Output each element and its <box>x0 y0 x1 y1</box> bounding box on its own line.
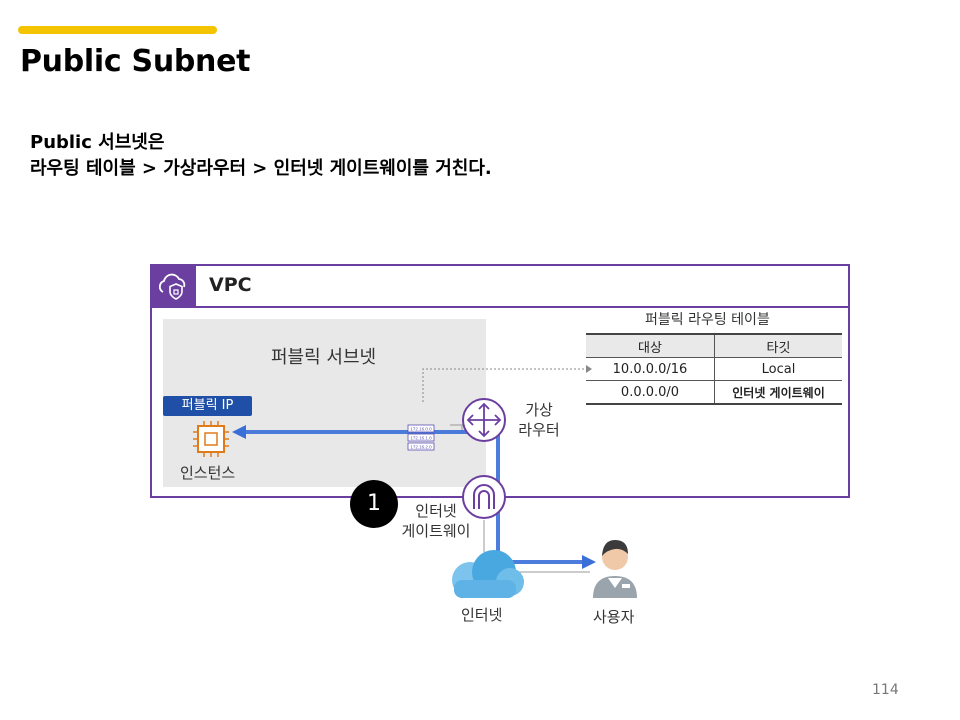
internet-gateway-label-line-2: 게이트웨이 <box>401 522 471 540</box>
route-target: 인터넷 게이트웨이 <box>714 380 842 405</box>
route-table: 대상 타깃 10.0.0.0/16 Local 0.0.0.0/0 인터넷 게이… <box>586 333 842 405</box>
internet-gateway-icon <box>462 475 506 519</box>
virtual-router-label-line-1: 가상 <box>525 401 553 419</box>
description-line-2: 라우팅 테이블 > 가상라우터 > 인터넷 게이트웨이를 거친다. <box>30 158 492 179</box>
slide-description: Public 서브넷은 라우팅 테이블 > 가상라우터 > 인터넷 게이트웨이를… <box>30 130 492 182</box>
route-table-header-target: 타깃 <box>714 333 842 358</box>
instance-chip-icon <box>193 421 229 457</box>
route-destination: 0.0.0.0/0 <box>586 380 715 405</box>
traffic-arrowhead-instance <box>232 425 246 439</box>
internet-gateway-label-line-1: 인터넷 <box>415 502 457 520</box>
virtual-router-label: 가상 라우터 <box>518 400 560 440</box>
route-table-pointer <box>422 368 586 402</box>
virtual-router-icon <box>462 398 506 442</box>
internet-cloud-icon <box>452 550 524 598</box>
virtual-router-label-line-2: 라우터 <box>518 421 560 439</box>
instance-label: 인스턴스 <box>180 464 236 482</box>
route-entry-text: 172.16.2.0 <box>410 445 432 450</box>
slide-title: Public Subnet <box>20 44 251 79</box>
vpc-header: VPC <box>152 266 848 308</box>
route-table-row: 0.0.0.0/0 인터넷 게이트웨이 <box>586 380 842 405</box>
route-table-header-row: 대상 타깃 <box>586 333 842 358</box>
route-table-pointer-arrowhead <box>586 365 592 373</box>
route-entry-text: 172.16.0.0 <box>410 427 432 432</box>
vpc-label: VPC <box>209 274 252 296</box>
accent-bar <box>18 26 217 34</box>
internet-label: 인터넷 <box>461 606 503 624</box>
traffic-flow-line <box>242 430 592 564</box>
route-entries-icon: 172.16.0.0 172.16.1.0 172.16.2.0 <box>407 424 435 451</box>
user-label: 사용자 <box>593 608 635 626</box>
traffic-arrowhead-user <box>582 555 596 569</box>
route-destination: 10.0.0.0/16 <box>586 357 715 381</box>
route-table-header-destination: 대상 <box>586 333 715 358</box>
route-table-caption: 퍼블릭 라우팅 테이블 <box>645 312 770 328</box>
vpc-icon <box>152 266 196 306</box>
internet-gateway-label: 인터넷 게이트웨이 <box>398 501 474 541</box>
user-icon <box>593 540 637 598</box>
description-line-1: Public 서브넷은 <box>30 132 165 153</box>
public-ip-tag: 퍼블릭 IP <box>163 396 252 416</box>
public-subnet-label: 퍼블릭 서브넷 <box>271 347 377 368</box>
route-entry-text: 172.16.1.0 <box>410 436 432 441</box>
route-target: Local <box>714 357 842 381</box>
page-number: 114 <box>872 682 899 698</box>
route-table-row: 10.0.0.0/16 Local <box>586 357 842 381</box>
step-number-badge: 1 <box>350 480 398 528</box>
